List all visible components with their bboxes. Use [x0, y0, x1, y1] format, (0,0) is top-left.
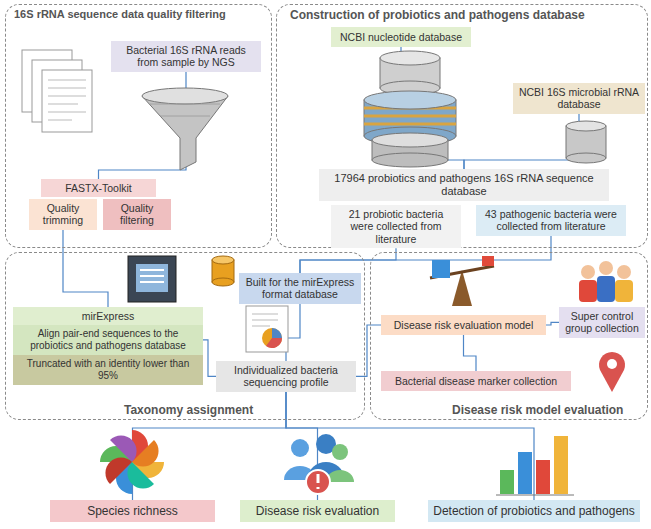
box-label: Disease risk evaluation — [245, 504, 390, 518]
database-icon — [364, 51, 456, 167]
process-box: Bacterial 16S rRNA reads from sample by … — [111, 41, 261, 72]
process-box: Built for the mirExpress format database — [239, 273, 361, 304]
connector-line — [401, 47, 464, 169]
box-label: mirExpress — [18, 310, 198, 322]
dashed-region: Taxonomy assignment Built for the mirExpr… — [5, 252, 365, 420]
box-label: Built for the mirExpress format database — [244, 276, 356, 301]
box-label: Super control group collection — [564, 310, 640, 335]
box-label: 21 probiotic bacteria were collected fro… — [336, 208, 456, 245]
box-label: Disease risk evaluation model — [386, 319, 541, 331]
region-title: Taxonomy assignment — [121, 403, 256, 417]
dashed-region: Construction of probiotics and pathogens… — [276, 4, 648, 248]
process-box: 43 pathogenic bacteria were collected fr… — [476, 205, 626, 236]
box-label: Species richness — [55, 504, 210, 518]
process-box: mirExpress — [13, 307, 203, 325]
connector-line — [63, 230, 108, 307]
box-label: Individualized bacteria sequencing profi… — [221, 364, 351, 389]
box-label: NCBI nucleotide database — [336, 31, 466, 43]
dashed-region: Disease risk model evaluation Disease ris… — [370, 252, 648, 420]
region-title: Construction of probiotics and pathogens… — [287, 8, 588, 22]
process-box: 17964 probiotics and pathogens 16S rRNA … — [319, 169, 609, 201]
process-box: NCBI 16S microbial rRNA database — [513, 83, 645, 114]
connector-line — [546, 322, 559, 325]
box-label: Truncated with an identity lower than 95… — [18, 358, 198, 382]
risk-icon — [284, 434, 354, 494]
box-label: Bacterial 16S rRNA reads from sample by … — [116, 44, 256, 69]
process-box: Quality trimming — [29, 199, 97, 230]
connector-line — [356, 325, 381, 376]
connector-line — [464, 114, 579, 169]
funnel-icon — [142, 88, 228, 170]
connector-line — [286, 304, 300, 361]
region-title: Disease risk model evaluation — [449, 403, 626, 417]
box-label: Align pair-end sequences to the probioti… — [18, 328, 198, 352]
profile-icon — [246, 306, 288, 352]
pinwheel-icon — [100, 430, 164, 494]
region-title: 16S rRNA sequence data quality filtering — [11, 8, 229, 20]
connector-line — [286, 392, 318, 500]
box-label: Quality trimming — [34, 202, 92, 227]
box-label: 17964 probiotics and pathogens 16S rRNA … — [324, 172, 604, 198]
process-box: Individualized bacteria sequencing profi… — [216, 361, 356, 392]
process-box: Disease risk evaluation model — [381, 315, 546, 335]
box-label: Bacterial disease marker collection — [386, 375, 566, 387]
process-box: Super control group collection — [559, 307, 645, 338]
box-label: 43 pathogenic bacteria were collected fr… — [481, 208, 621, 233]
process-box: Quality filtering — [103, 199, 171, 230]
process-box: Bacterial disease marker collection — [381, 371, 571, 391]
connector-line — [99, 72, 187, 179]
box-label: NCBI 16S microbial rRNA database — [518, 86, 640, 111]
process-box: NCBI nucleotide database — [331, 27, 471, 47]
database-icon — [212, 256, 234, 286]
bar-chart-icon — [496, 436, 574, 495]
process-box: Disease risk evaluation — [240, 500, 395, 522]
box-label: Detection of probiotics and pathogens — [433, 504, 635, 518]
connector-line — [464, 335, 477, 371]
server-icon — [128, 256, 176, 302]
process-box: FASTX-Toolkit — [41, 179, 156, 197]
marker-icon — [599, 352, 625, 392]
process-box: Detection of probiotics and pathogens — [428, 500, 640, 522]
process-box: Truncated with an identity lower than 95… — [13, 355, 203, 385]
process-box: Align pair-end sequences to the probioti… — [13, 325, 203, 355]
people-icon — [579, 261, 633, 302]
connector-line — [203, 340, 216, 377]
balance-icon — [430, 256, 494, 306]
database-icon — [566, 121, 606, 163]
box-label: Quality filtering — [108, 202, 166, 227]
process-box: 21 probiotic bacteria were collected fro… — [331, 205, 461, 248]
dashed-region: 16S rRNA sequence data quality filtering… — [5, 4, 272, 248]
box-label: FASTX-Toolkit — [46, 182, 151, 194]
process-box: Species richness — [50, 500, 215, 522]
document-icon — [22, 50, 92, 132]
